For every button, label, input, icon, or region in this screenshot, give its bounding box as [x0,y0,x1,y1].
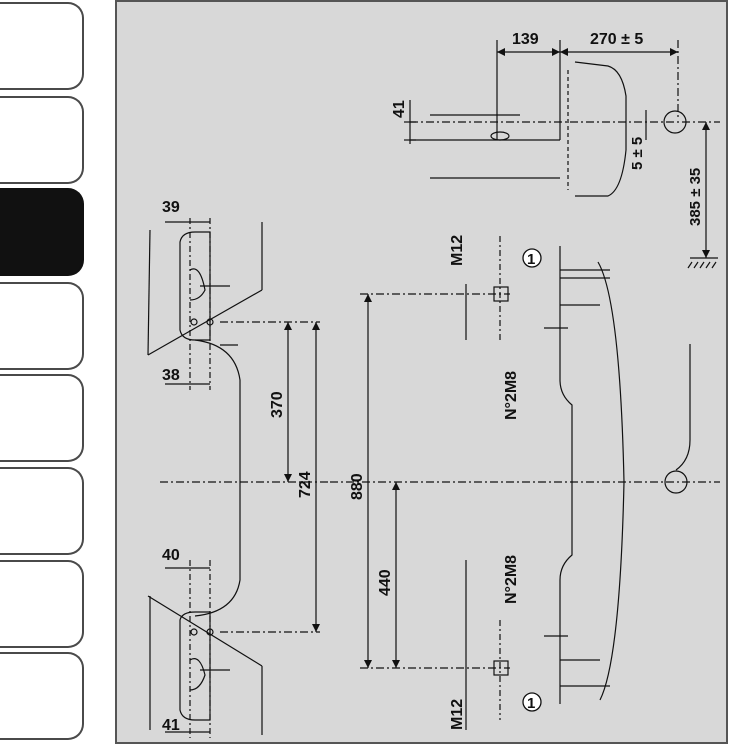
tab-4[interactable] [0,282,84,370]
dim-370-label: 370 [269,391,286,418]
tab-8[interactable] [0,652,84,740]
tab-5[interactable] [0,374,84,462]
dim-385-label: 385 ± 35 [687,168,704,226]
dim-139-label: 139 [512,31,539,48]
dim-5-label: 5 ± 5 [629,137,646,170]
tab-3-active[interactable] [0,188,84,276]
marker-1-bottom: 1 [527,695,535,712]
label-n2m8-top: N°2M8 [503,371,520,420]
tab-6[interactable] [0,467,84,555]
marker-1-top: 1 [527,251,535,268]
dim-40-label: 40 [162,547,180,564]
marker-1-bottom-circle [522,692,542,712]
dim-41-bottom-label: 41 [162,717,180,734]
marker-1-top-circle [522,248,542,268]
dim-38-label: 38 [162,367,180,384]
dim-41-top-label: 41 [391,100,408,118]
dim-440-label: 440 [377,569,394,596]
tab-7[interactable] [0,560,84,648]
dim-270-label: 270 ± 5 [590,31,643,48]
dim-724-label: 724 [297,471,314,498]
tab-1[interactable] [0,2,84,90]
label-m12-bottom: M12 [449,699,466,730]
dim-880-label: 880 [349,473,366,500]
tab-2[interactable] [0,96,84,184]
dim-39-label: 39 [162,199,180,216]
label-m12-top: M12 [449,235,466,266]
label-n2m8-bottom: N°2M8 [503,555,520,604]
